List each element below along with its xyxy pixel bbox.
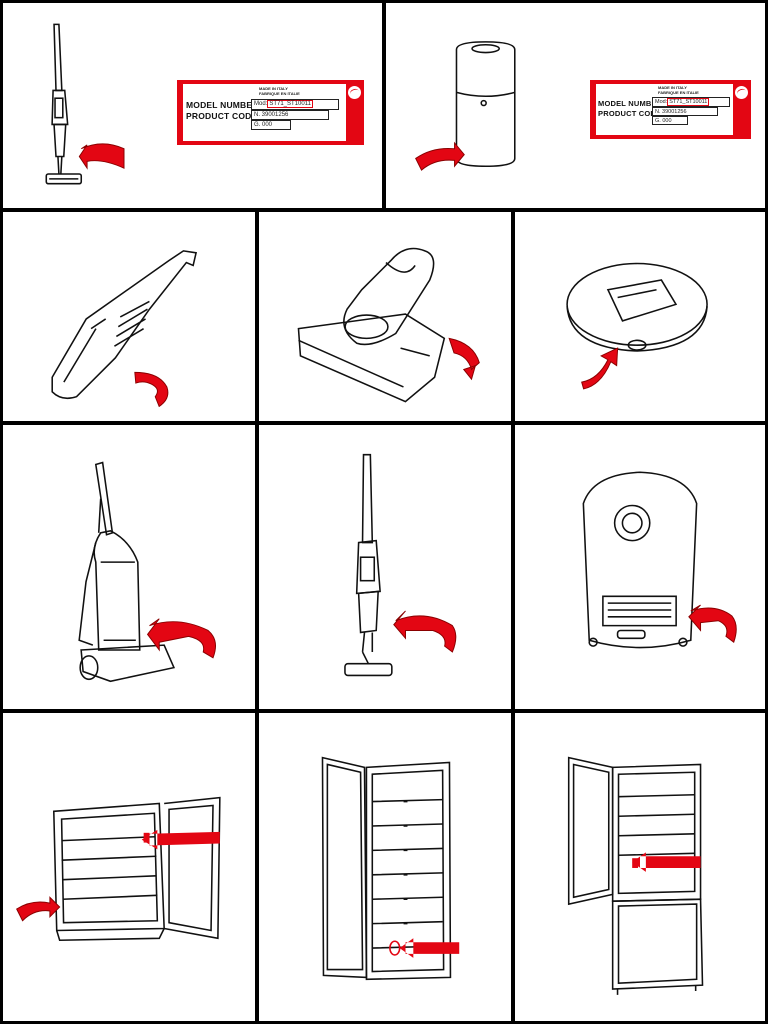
arrow-icon: [399, 938, 460, 958]
panel-tall-freezer: [256, 710, 514, 1024]
made-in-sub-text: FABRIQUE EN ITALIE: [259, 91, 300, 96]
cordless-stick-vacuum-icon: [344, 453, 457, 677]
arrow-icon: [448, 337, 480, 381]
made-in-sub-text: FABRIQUE EN ITALIE: [658, 90, 699, 95]
made-in-text: MADE IN ITALY: [259, 86, 288, 91]
mod-field: Mod:ST71_ST10011: [251, 99, 339, 110]
arrow-icon: [415, 141, 465, 171]
handheld-vacuum-icon: [51, 250, 198, 408]
arrow-icon: [688, 604, 737, 643]
product-label: MODEL NUMBER PRODUCT CODE MADE IN ITALY …: [177, 80, 364, 145]
model-number-text: MODEL NUMBER: [186, 100, 259, 110]
tall-freezer-icon: [321, 756, 460, 981]
arrow-icon: [134, 371, 169, 408]
cylinder-vacuum-icon: [582, 471, 737, 649]
model-number-text: MODEL NUMBER: [598, 99, 663, 108]
panel-handheld-vacuum: [0, 209, 258, 424]
arrow-icon: [141, 829, 220, 850]
panel-mattress-vacuum: [256, 209, 514, 424]
arrow-icon: [16, 896, 61, 922]
panel-fridge-freezer: [512, 710, 768, 1024]
mod-field: Mod:ST71_ST10011: [652, 97, 730, 107]
stick-vacuum-icon: [45, 23, 125, 185]
fridge-freezer-icon: [567, 756, 704, 995]
air-purifier-icon: [415, 41, 516, 171]
product-label: MODEL NUMBER PRODUCT CODE MADE IN ITALY …: [590, 80, 751, 139]
brand-logo-icon: [348, 86, 361, 99]
upright-vacuum-icon: [78, 461, 217, 683]
made-in-text: MADE IN ITALY: [658, 85, 687, 90]
arrow-icon: [581, 347, 619, 390]
panel-cordless-stick-vacuum: [256, 422, 514, 712]
g-field: G. 000: [652, 116, 688, 125]
arrow-icon: [393, 610, 457, 653]
panel-air-purifier: MODEL NUMBER PRODUCT CODE MADE IN ITALY …: [383, 0, 768, 211]
arrow-icon: [78, 143, 125, 170]
n-field: N. 39001256: [251, 110, 329, 120]
product-code-text: PRODUCT CODE: [598, 109, 662, 118]
arrow-icon: [146, 618, 217, 659]
panel-cylinder-vacuum: [512, 422, 768, 712]
product-code-text: PRODUCT CODE: [186, 111, 258, 121]
panel-stick-vacuum: MODEL NUMBER PRODUCT CODE MADE IN ITALY …: [0, 0, 385, 211]
brand-logo-icon: [735, 86, 748, 99]
g-field: G. 000: [251, 120, 291, 130]
panel-upright-vacuum: [0, 422, 258, 712]
robot-vacuum-icon: [566, 262, 708, 390]
under-counter-fridge-icon: [16, 796, 221, 942]
panel-robot-vacuum: [512, 209, 768, 424]
panel-under-counter-fridge: [0, 710, 258, 1024]
n-field: N. 39001256: [652, 107, 718, 116]
arrow-icon: [632, 852, 701, 872]
mattress-vacuum-icon: [297, 247, 480, 403]
